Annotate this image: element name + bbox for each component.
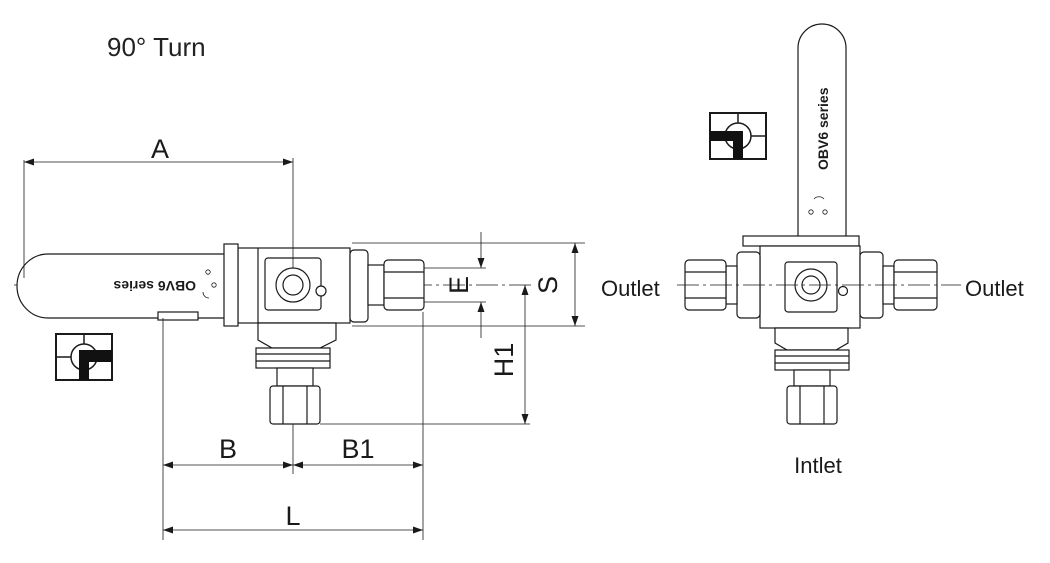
handle-series-text: OBV6 series (113, 278, 196, 294)
bonnet-nut (349, 249, 369, 323)
dim-label-H1: H1 (489, 343, 519, 378)
stop-pin (315, 285, 327, 297)
outlet-left-label: Outlet (601, 276, 660, 301)
front-inlet-fitting (786, 385, 838, 425)
front-handle: OBV6 series (797, 23, 847, 249)
outlet-right-label: Outlet (965, 276, 1024, 301)
handle: OBV6 series (16, 253, 237, 321)
dim-label-A: A (151, 134, 169, 164)
dim-label-S: S (533, 276, 563, 294)
page-title: 90° Turn (107, 32, 206, 62)
flow-path-icon-side (55, 333, 113, 381)
outlet-fitting (383, 259, 425, 311)
side-view: OBV6 series (14, 134, 585, 540)
dim-label-E: E (444, 276, 474, 294)
dim-label-L: L (285, 501, 300, 531)
inlet-label: Intlet (794, 453, 842, 478)
flow-path-icon-front (709, 112, 767, 160)
front-handle-series-text: OBV6 series (815, 87, 831, 170)
dim-label-B1: B1 (341, 434, 374, 464)
inlet-fitting (269, 385, 321, 425)
inlet-nut (255, 347, 331, 369)
front-view: OBV6 series (601, 23, 1024, 478)
front-inlet-nut (774, 349, 850, 371)
dim-label-B: B (219, 434, 237, 464)
